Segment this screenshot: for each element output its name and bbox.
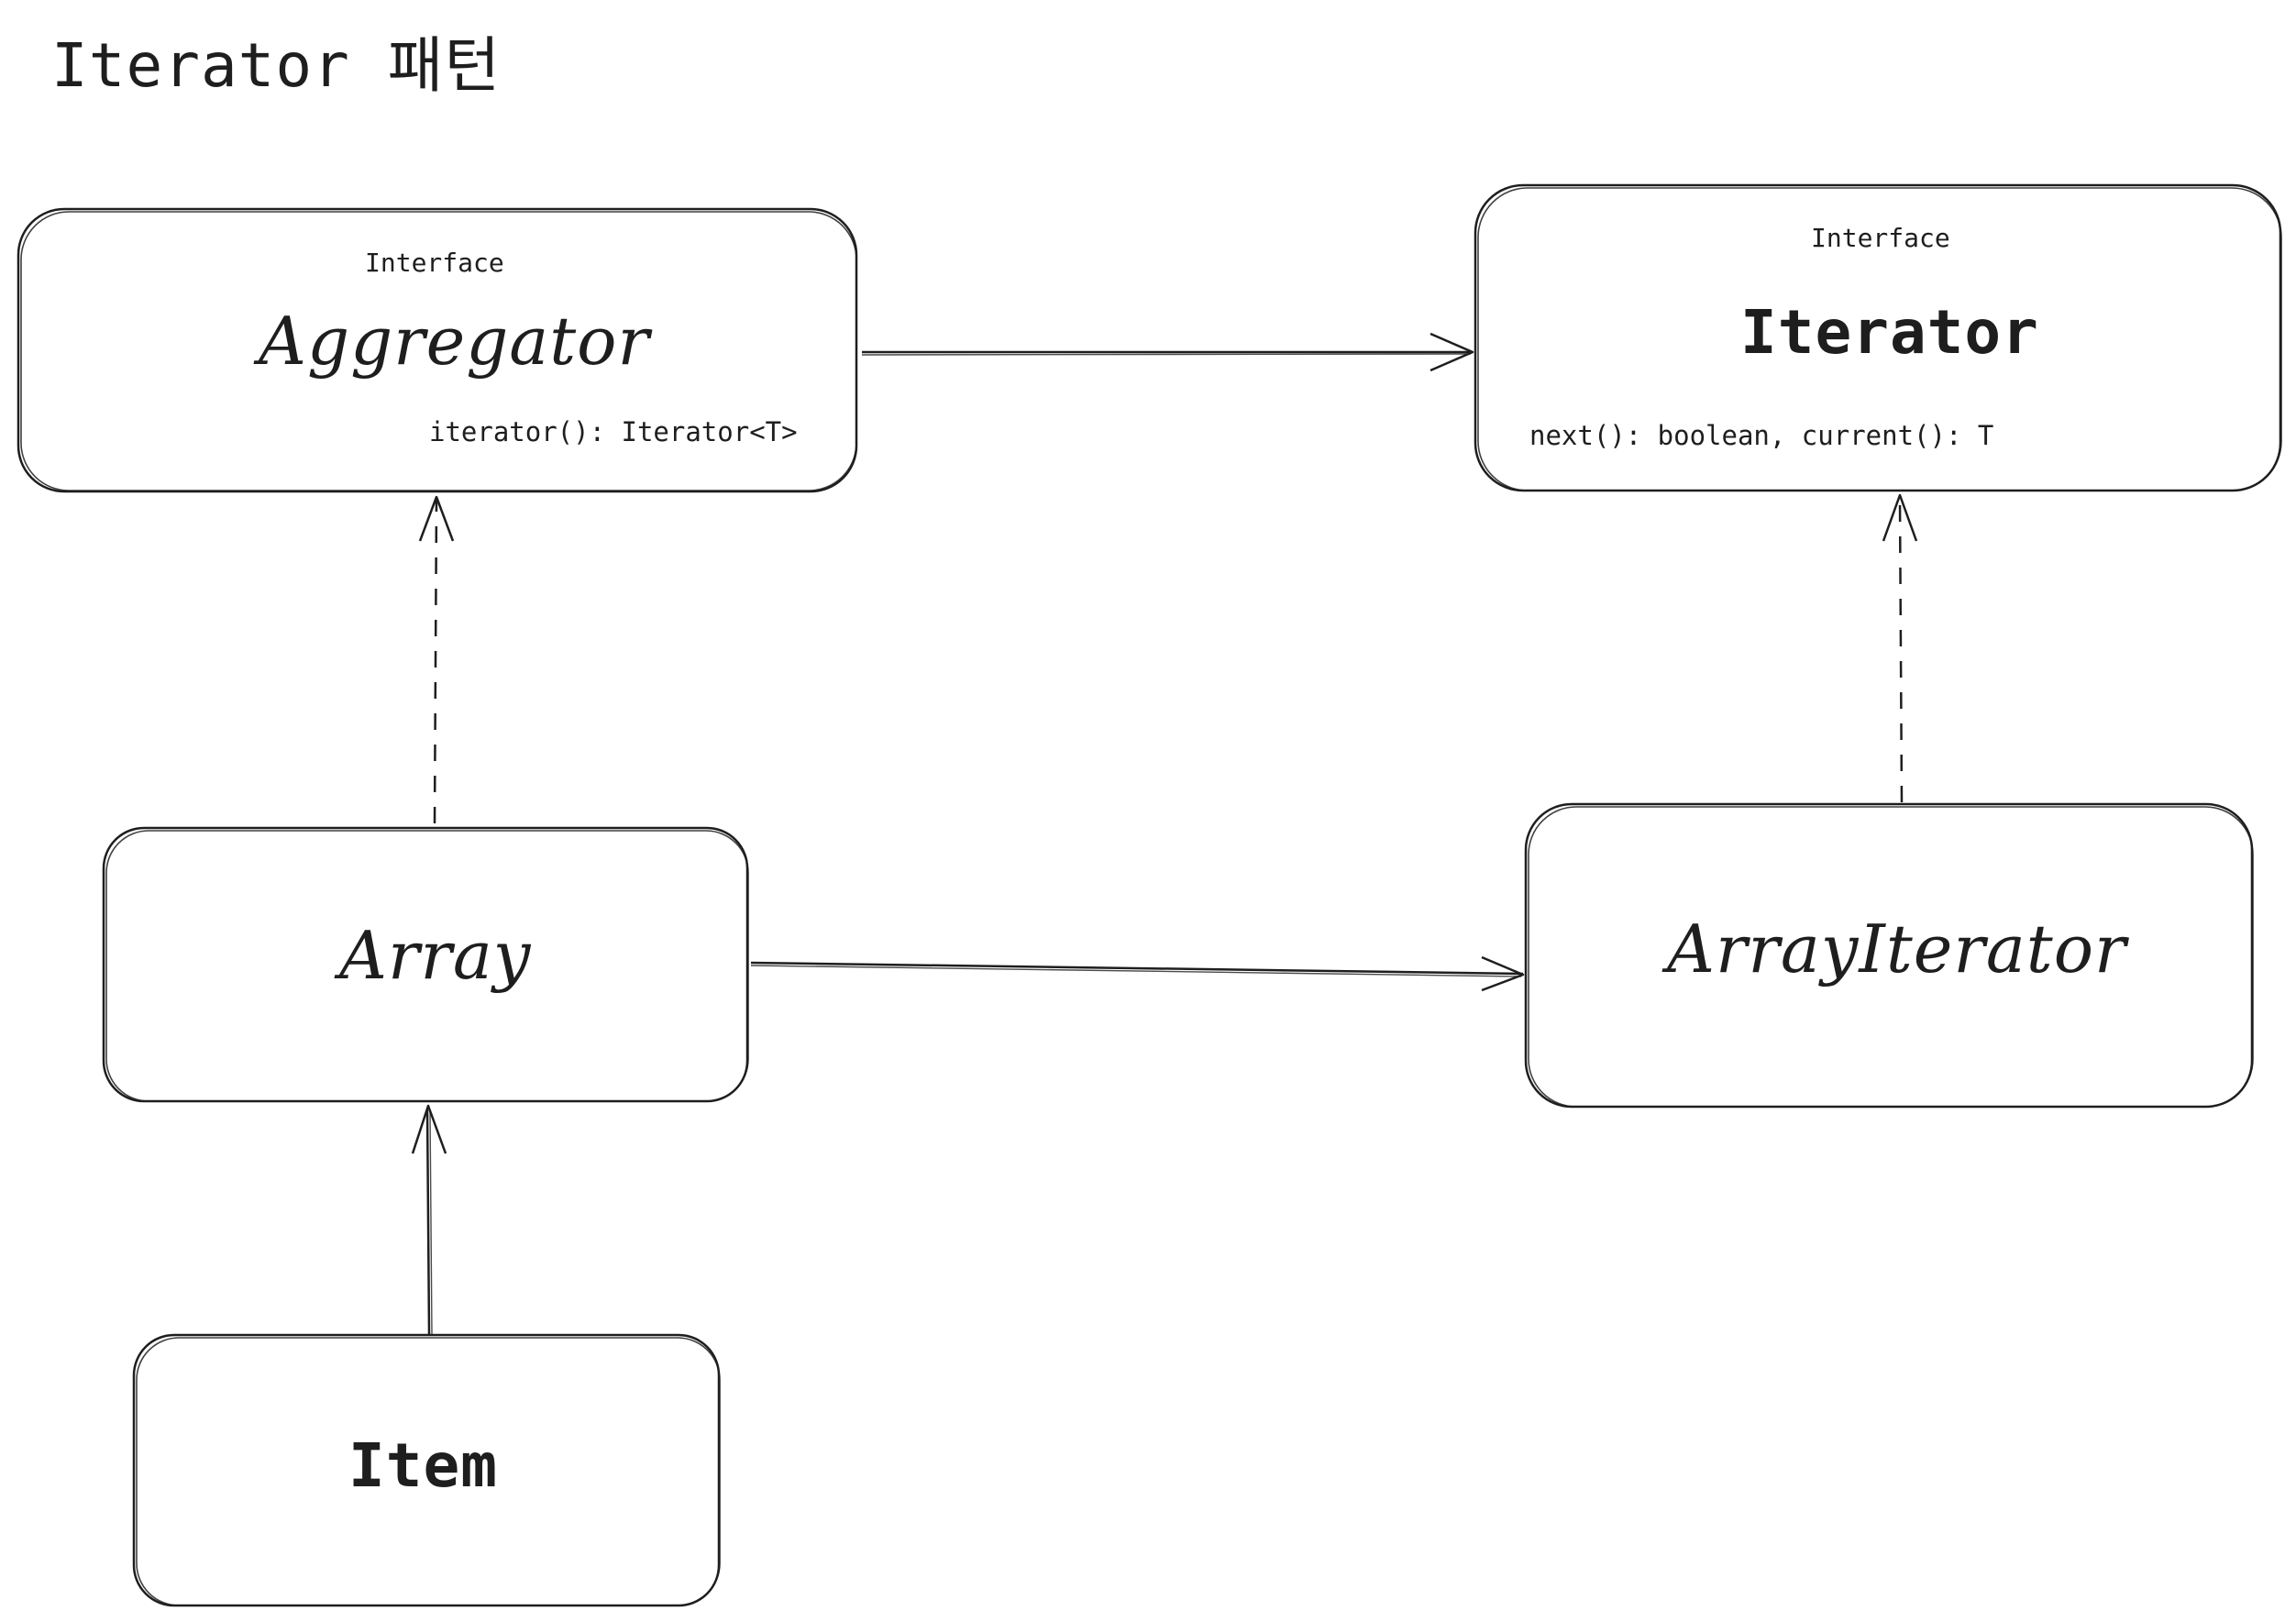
- box-aggregator[interactable]: [17, 207, 858, 493]
- box-array[interactable]: [102, 826, 749, 1103]
- edge-array-to-aggregator: [418, 495, 455, 824]
- page-title: Iterator 패턴: [51, 30, 502, 101]
- class-name: ArrayIterator: [1667, 910, 2127, 988]
- edge-item-to-array: [411, 1104, 447, 1335]
- box-array-iterator[interactable]: [1524, 802, 2254, 1109]
- box-iterator[interactable]: [1474, 183, 2282, 492]
- method-signature: iterator(): Iterator<T>: [429, 416, 798, 447]
- class-name: Aggregator: [259, 303, 650, 380]
- stereotype-label: Interface: [365, 248, 504, 278]
- class-name: Array: [339, 917, 532, 994]
- stereotype-label: Interface: [1811, 223, 1950, 253]
- edge-aggregator-to-iterator: [861, 332, 1474, 372]
- box-item[interactable]: [132, 1333, 721, 1607]
- class-name: Item: [348, 1430, 498, 1501]
- edge-array-to-arrayiterator: [750, 955, 1525, 992]
- class-name: Iterator: [1740, 297, 2039, 368]
- method-signature: next(): boolean, current(): T: [1529, 420, 1994, 451]
- edge-arrayiterator-to-iterator: [1882, 493, 1918, 803]
